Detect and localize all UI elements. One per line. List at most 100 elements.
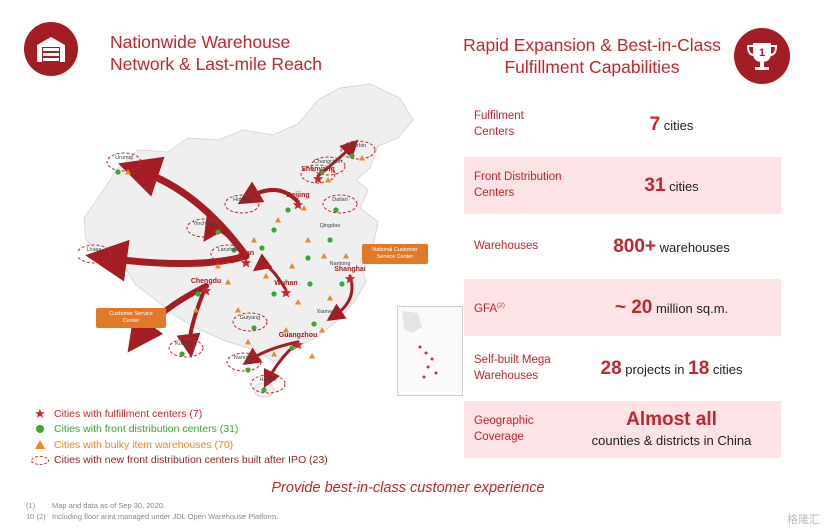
stats-section-title: Rapid Expansion & Best-in-Class Fulfillm… <box>463 35 721 77</box>
fulfillment-star <box>200 285 212 296</box>
city-label: Xi'an <box>238 250 254 257</box>
stat-value: 800+ warehouses <box>613 235 730 257</box>
stat-warehouses: Warehouses 800+ warehouses <box>464 218 781 275</box>
front-distribution-dot <box>115 169 121 175</box>
front-distribution-dot <box>231 247 237 253</box>
stat-geographic-coverage: Geographic Coverage Almost all counties … <box>464 401 781 458</box>
city-label: Changchun <box>314 159 342 165</box>
front-distribution-dot <box>245 367 251 373</box>
city-label: Shanghai <box>334 266 366 273</box>
front-distribution-dot <box>179 351 185 357</box>
distribution-arrow <box>263 340 300 389</box>
bulky-warehouse-triangle <box>301 205 307 211</box>
city-label: Guangzhou <box>279 332 318 339</box>
city-label: Qingdao <box>320 223 341 229</box>
bulky-warehouse-triangle <box>283 327 289 333</box>
new-fdc-ellipse <box>232 312 268 332</box>
city-label: Chengdu <box>191 278 221 285</box>
distribution-arrow <box>203 215 248 258</box>
bulky-warehouse-triangle <box>289 263 295 269</box>
new-fdc-ellipse <box>210 244 246 264</box>
legend-item-front-distribution: Cities with front distribution centers (… <box>26 422 328 438</box>
bulky-warehouse-triangle <box>319 327 325 333</box>
front-distribution-dot <box>319 169 325 175</box>
bulky-warehouse-triangle <box>125 169 131 175</box>
front-distribution-dot <box>261 387 267 393</box>
bulky-warehouse-triangle <box>271 351 277 357</box>
front-distribution-dot <box>327 237 333 243</box>
orange-triangle-icon <box>26 440 54 450</box>
stat-label: GFA(2) <box>474 301 505 315</box>
distribution-arrow <box>242 340 300 365</box>
bulky-warehouse-triangle <box>305 237 311 243</box>
green-dot-icon <box>26 425 54 434</box>
bulky-warehouse-triangle <box>225 279 231 285</box>
new-fdc-ellipse <box>322 194 358 214</box>
city-label: Beijing <box>286 192 309 199</box>
map-section-title: Nationwide Warehouse Network & Last-mile… <box>110 32 323 74</box>
stat-gfa: GFA(2) ~ 20 million sq.m. <box>464 279 781 336</box>
stat-label: Warehouses <box>474 239 539 252</box>
city-label: Xiamen <box>317 309 336 315</box>
china-outline <box>83 83 414 363</box>
front-distribution-dot <box>307 281 313 287</box>
stat-value: 28 projects in 18 cities <box>600 357 743 379</box>
bulky-warehouse-triangle <box>235 307 241 313</box>
bulky-warehouse-triangle <box>309 353 315 359</box>
watermark: 格隆汇 <box>787 514 820 526</box>
front-distribution-dot <box>251 325 257 331</box>
fulfillment-star <box>312 173 324 184</box>
stat-front-distribution-centers: Front Distribution Centers 31 cities <box>464 157 781 214</box>
bulky-warehouse-triangle <box>263 273 269 279</box>
network-header <box>24 22 78 76</box>
front-distribution-dot <box>271 291 277 297</box>
new-fdc-ellipse <box>250 374 286 394</box>
distribution-arrow <box>252 253 288 292</box>
city-label: Harbin <box>350 143 366 149</box>
bulky-warehouse-triangle <box>327 295 333 301</box>
new-fdc-ellipse <box>106 152 142 172</box>
city-label: Lhasa <box>87 247 103 253</box>
front-distribution-dot <box>305 255 311 261</box>
bulky-warehouse-triangle <box>359 155 365 161</box>
fulfillment-star <box>240 257 252 268</box>
stat-value: Almost all counties & districts in China <box>591 408 752 448</box>
front-distribution-dot <box>349 153 355 159</box>
stat-label: Geographic Coverage <box>474 415 534 443</box>
city-label: Yinchuan <box>193 221 216 227</box>
city-label: Nantong <box>330 261 351 267</box>
city-label: Wuhan <box>274 280 297 287</box>
warehouse-icon <box>24 22 78 76</box>
footnote-1: (1)Map and data as of Sep 30, 2020. <box>26 501 166 510</box>
trophy-icon: 1 <box>734 28 790 84</box>
new-fdc-ellipse <box>340 140 376 160</box>
bulky-warehouse-triangle <box>215 263 221 269</box>
stat-label: Self-built Mega Warehouses <box>474 354 551 382</box>
star-icon: ★ <box>34 405 46 421</box>
bulky-warehouse-triangle <box>325 177 331 183</box>
stat-label: Fulfilment Centers <box>474 110 524 138</box>
distribution-arrow <box>176 284 208 358</box>
map-legend: ★ Cities with fulfillment centers (7) Ci… <box>26 406 328 468</box>
stat-label: Front Distribution Centers <box>474 171 562 199</box>
front-distribution-dot <box>339 281 345 287</box>
bulky-warehouse-triangle <box>343 253 349 259</box>
new-fdc-ellipse <box>186 218 222 238</box>
bulky-warehouse-triangle <box>295 299 301 305</box>
footnotes: (1)Map and data as of Sep 30, 2020. 10 (… <box>26 500 278 522</box>
bulky-warehouse-triangle <box>251 237 257 243</box>
fulfillment-star <box>292 339 304 350</box>
city-label: Shenyang <box>301 166 334 173</box>
city-label: Kunming <box>175 341 197 347</box>
bulky-warehouse-triangle <box>193 307 199 313</box>
distribution-arrow <box>85 239 250 282</box>
city-label: Lanzhou <box>217 247 238 253</box>
fulfillment-star <box>292 199 304 210</box>
city-label: Guiyang <box>240 315 261 321</box>
city-label: Dalian <box>332 197 348 203</box>
front-distribution-dot <box>289 345 295 351</box>
stat-value: ~ 20 million sq.m. <box>614 296 729 318</box>
front-distribution-dot <box>271 227 277 233</box>
bulky-warehouse-triangle <box>275 217 281 223</box>
bulky-warehouse-triangle <box>321 253 327 259</box>
